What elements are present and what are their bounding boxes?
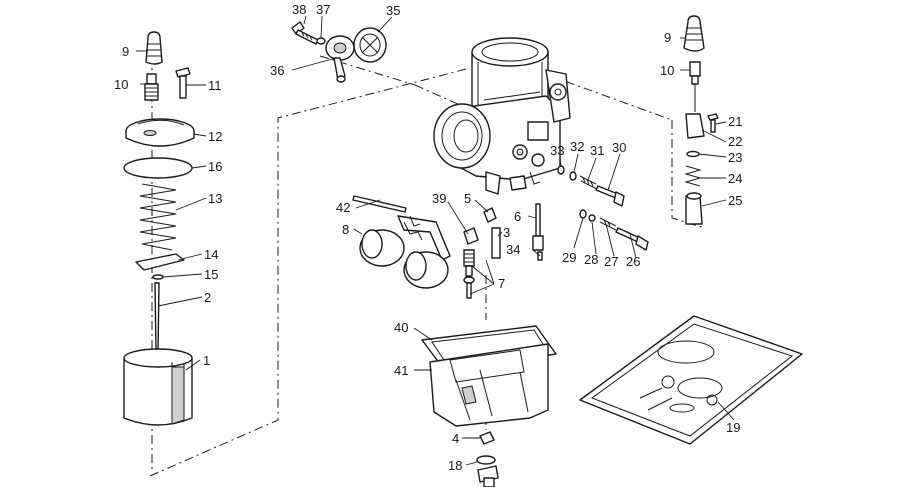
callout-32: 32 <box>570 139 584 154</box>
callout-38: 38 <box>292 2 306 17</box>
callout-10-right: 10 <box>660 63 674 78</box>
callout-27: 27 <box>604 254 618 269</box>
right-choke-assembly <box>683 15 719 225</box>
callout-42: 42 <box>336 200 350 215</box>
idle-screw-set <box>557 165 625 207</box>
callout-40: 40 <box>394 320 408 335</box>
callout-8: 8 <box>342 222 349 237</box>
callout-22: 22 <box>728 134 742 149</box>
callout-5: 5 <box>464 191 471 206</box>
callout-26: 26 <box>626 254 640 269</box>
callout-16: 16 <box>208 159 222 174</box>
callout-19: 19 <box>726 420 740 435</box>
top-cable-parts <box>291 21 387 83</box>
callout-labels: 9 10 11 12 16 13 14 15 2 1 38 37 35 36 4… <box>114 2 742 473</box>
callout-23: 23 <box>728 150 742 165</box>
adjuster-left <box>144 73 159 101</box>
callout-21: 21 <box>728 114 742 129</box>
callout-33: 33 <box>550 143 564 158</box>
needle-clip-plate <box>135 253 185 271</box>
gasket-kit-bag <box>579 315 803 445</box>
float-assembly <box>352 195 451 289</box>
callout-41: 41 <box>394 363 408 378</box>
callout-10-left: 10 <box>114 77 128 92</box>
callout-3: 3 <box>503 225 510 240</box>
callout-9-right: 9 <box>664 30 671 45</box>
jet-needle <box>154 282 160 353</box>
gasket-ring <box>123 157 193 179</box>
callout-13: 13 <box>208 191 222 206</box>
callout-25: 25 <box>728 193 742 208</box>
drain-parts <box>476 431 499 487</box>
callout-39: 39 <box>432 191 446 206</box>
callout-24: 24 <box>728 171 742 186</box>
screw-11 <box>175 67 191 99</box>
callout-4: 4 <box>452 431 459 446</box>
callout-36: 36 <box>270 63 284 78</box>
callout-12: 12 <box>208 129 222 144</box>
callout-11: 11 <box>208 78 222 93</box>
callout-2: 2 <box>204 290 211 305</box>
callout-6: 6 <box>514 209 521 224</box>
callout-7: 7 <box>498 276 505 291</box>
callout-15: 15 <box>204 267 218 282</box>
callout-30: 30 <box>612 140 626 155</box>
leader-lines <box>136 15 735 466</box>
callout-37: 37 <box>316 2 330 17</box>
callout-1: 1 <box>203 353 210 368</box>
callout-35: 35 <box>386 3 400 18</box>
carburetor-body <box>433 37 571 195</box>
left-slide-assembly <box>123 31 195 426</box>
top-cover <box>125 118 195 147</box>
throttle-slide <box>123 348 193 426</box>
callout-9-left: 9 <box>122 44 129 59</box>
callout-29: 29 <box>562 250 576 265</box>
callout-31: 31 <box>590 143 604 158</box>
float-bowl <box>421 325 557 427</box>
callout-14: 14 <box>204 247 218 262</box>
slide-spring <box>139 183 177 251</box>
needle-clip <box>152 274 164 280</box>
callout-18: 18 <box>448 458 462 473</box>
rubber-cap-left <box>145 31 163 65</box>
callout-34: 34 <box>506 242 520 257</box>
callout-28: 28 <box>584 252 598 267</box>
air-screw-set <box>579 209 649 251</box>
